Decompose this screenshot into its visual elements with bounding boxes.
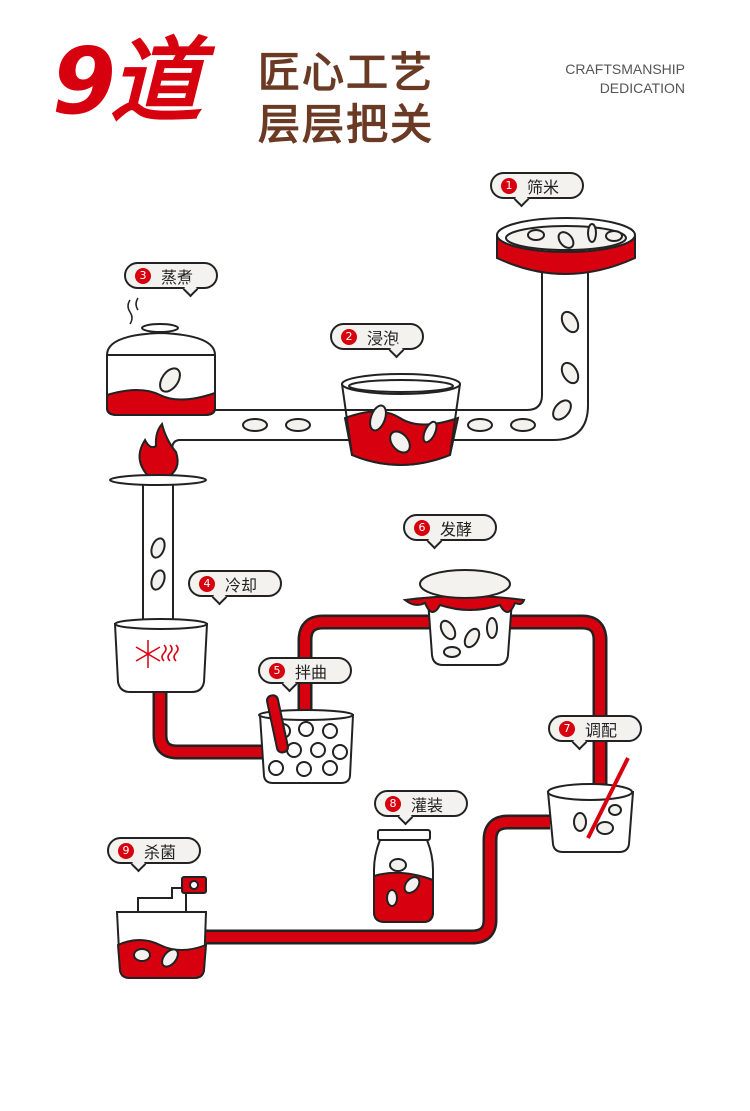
- sieve-illustration: [496, 217, 636, 275]
- step-9-label: 9 杀菌: [107, 837, 201, 864]
- steamer-pot-illustration: [105, 297, 217, 486]
- step-label: 拌曲: [295, 662, 328, 682]
- burner-icon: [109, 474, 207, 486]
- english-line-2: DEDICATION: [599, 80, 685, 96]
- cooling-cup-illustration: [113, 618, 209, 693]
- step-label: 蒸煮: [161, 267, 194, 287]
- step-number-badge: 5: [269, 662, 285, 679]
- step-number-badge: 6: [414, 519, 430, 536]
- step-number-badge: 3: [135, 267, 151, 284]
- step-5-label: 5 拌曲: [258, 657, 352, 684]
- step-6-label: 6 发酵: [403, 514, 497, 541]
- rice-grains: [150, 310, 580, 591]
- step-label: 浸泡: [367, 328, 400, 348]
- step-number-badge: 7: [559, 720, 575, 737]
- fire-icon: [138, 421, 179, 479]
- step-number-badge: 4: [199, 575, 215, 592]
- snowflake-icon: [135, 640, 179, 668]
- sterilizer-illustration: [115, 876, 208, 979]
- step-number-badge: 9: [118, 842, 134, 859]
- english-subtitle: CRAFTSMANSHIP DEDICATION: [565, 60, 685, 98]
- rice-pipe: [142, 270, 589, 620]
- step-label: 调配: [585, 720, 618, 740]
- bottle-illustration: [373, 829, 434, 923]
- title-nine-steps: 9道: [52, 28, 202, 135]
- step-7-label: 7 调配: [548, 715, 642, 742]
- step-4-label: 4 冷却: [188, 570, 282, 597]
- step-number-badge: 1: [501, 177, 517, 194]
- mixing-cup-illustration: [258, 694, 355, 784]
- step-label: 灌装: [411, 795, 444, 815]
- step-label: 杀菌: [144, 842, 177, 862]
- step-1-label: 1 筛米: [490, 172, 584, 199]
- step-3-label: 3 蒸煮: [124, 262, 218, 289]
- title-line-1: 匠心工艺: [258, 48, 435, 97]
- blending-cup-illustration: [546, 757, 635, 853]
- step-8-label: 8 灌装: [374, 790, 468, 817]
- step-label: 筛米: [527, 177, 560, 197]
- step-number-badge: 2: [341, 328, 357, 345]
- fermenting-jar-illustration: [402, 569, 526, 666]
- step-number-badge: 8: [385, 795, 401, 812]
- soaking-bowl-illustration: [341, 373, 461, 466]
- step-2-label: 2 浸泡: [330, 323, 424, 350]
- title-line-2: 层层把关: [258, 100, 435, 149]
- english-line-1: CRAFTSMANSHIP: [565, 61, 685, 77]
- step-label: 冷却: [225, 575, 258, 595]
- step-label: 发酵: [440, 519, 473, 539]
